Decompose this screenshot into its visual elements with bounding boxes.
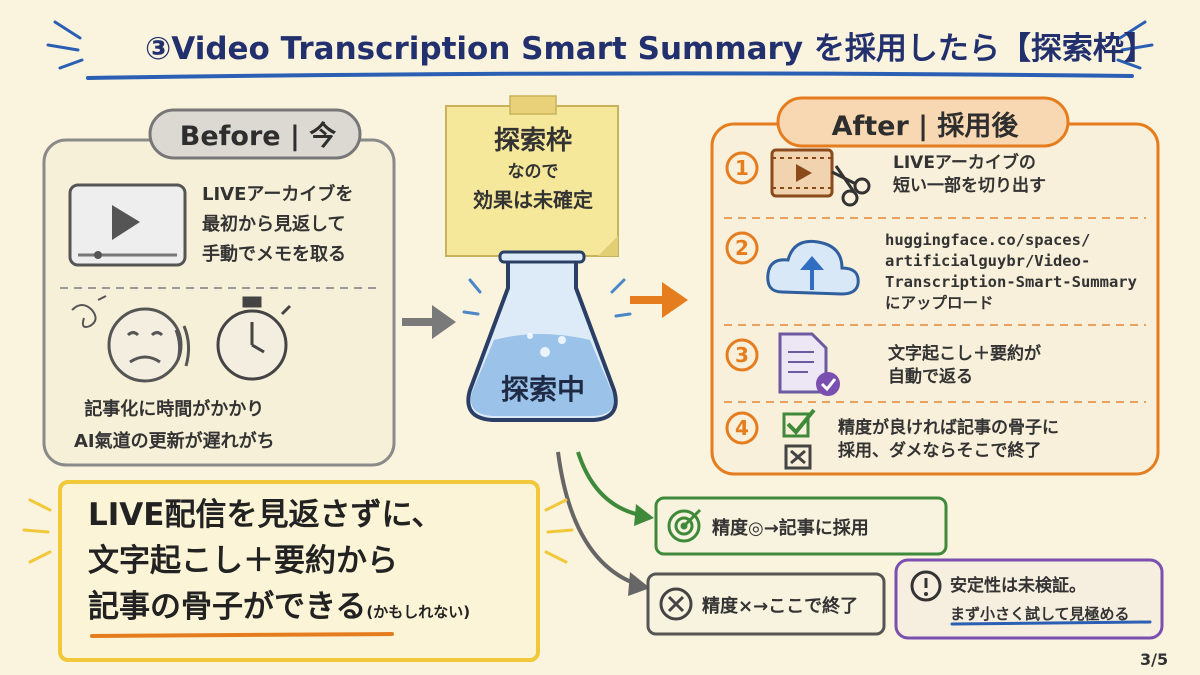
- before-description: LIVEアーカイブを 最初から見返して 手動でメモを取る: [202, 180, 353, 270]
- step4-number: 4: [735, 416, 749, 440]
- step3-line-2: 自動で返る: [888, 367, 973, 387]
- cloud-upload-icon: [766, 239, 860, 296]
- step1-circle: [725, 151, 759, 185]
- sticky-note: [445, 95, 619, 257]
- title-sparkles-right: [1116, 20, 1154, 70]
- step4-line-1: 精度が良ければ記事の骨子に: [838, 418, 1059, 438]
- document-check-icon: [778, 332, 840, 396]
- before-label: Before | 今: [179, 121, 337, 152]
- headline-line-3-wrap: 記事の骨子ができる(かもしれない): [88, 584, 470, 635]
- arrow-before-to-flask: [402, 305, 456, 339]
- step1-text: LIVEアーカイブの 短い一部を切り出す: [893, 152, 1046, 198]
- sticky-note-line-2: なので: [507, 162, 559, 182]
- title-underline: [86, 71, 1134, 80]
- sad-face-icon: [107, 307, 191, 383]
- target-icon: [667, 508, 702, 543]
- stopwatch-icon: [216, 296, 292, 381]
- step2-number: 2: [735, 236, 749, 260]
- step2-line-1: huggingface.co/spaces/: [885, 231, 1091, 249]
- step2-line-4: にアップロード: [885, 294, 994, 312]
- headline-note: (かもしれない): [366, 603, 471, 621]
- step3-number: 3: [735, 343, 749, 367]
- arrow-head-good: [634, 504, 654, 526]
- before-line-3: 手動でメモを取る: [202, 244, 346, 265]
- warning-line-2: まず小さく試して見極める: [950, 605, 1130, 623]
- sticky-note-text: 探索枠 なので 効果は未確定: [448, 122, 618, 216]
- step4-line-2: 採用、ダメならそこで終了: [838, 441, 1042, 461]
- step2-circle: [725, 231, 759, 265]
- exclamation-icon: [910, 570, 942, 602]
- result-good-box: [654, 496, 948, 556]
- step3-circle: [725, 338, 759, 372]
- step3-line-1: 文字起こし＋要約が: [888, 344, 1041, 364]
- checkbox-cross-icon: [784, 444, 812, 470]
- warning-underline: [950, 620, 1152, 626]
- warning-line-1: 安定性は未検証。: [950, 576, 1086, 596]
- step1-number: 1: [735, 156, 749, 180]
- before-line-1: LIVEアーカイブを: [202, 184, 354, 205]
- warning-text: 安定性は未検証。 まず小さく試して見極める: [950, 572, 1130, 628]
- headline-underline: [90, 632, 394, 638]
- film-scissors-icon: [770, 148, 871, 207]
- warning-box: [894, 558, 1164, 640]
- before-problem-line-1: 記事化に時間がかかり: [84, 399, 265, 420]
- headline-sparkles: [22, 498, 574, 564]
- before-line-2: 最初から見返して: [202, 214, 346, 235]
- headline: LIVE配信を見返さずに、 文字起こし＋要約から 記事の骨子ができる(かもしれな…: [88, 492, 470, 635]
- cross-circle-icon: [659, 587, 693, 621]
- step2-text: huggingface.co/spaces/ artificialguybr/V…: [885, 230, 1137, 314]
- stress-squiggle-icon: [71, 295, 107, 328]
- step2-line-2: artificialguybr/Video-: [885, 252, 1091, 270]
- after-label: After | 採用後: [831, 111, 1019, 142]
- checkbox-checked-icon: [782, 408, 816, 438]
- arrow-head-bad: [628, 572, 650, 596]
- headline-line-2: 文字起こし＋要約から: [88, 543, 398, 579]
- arrow-flask-to-good: [576, 451, 641, 517]
- step4-text: 精度が良ければ記事の骨子に 採用、ダメならそこで終了: [838, 417, 1059, 463]
- arrow-flask-to-bad: [556, 451, 637, 586]
- result-bad-box: [646, 572, 886, 636]
- headline-box: [58, 480, 540, 662]
- after-pill: [776, 96, 1070, 148]
- headline-line-1: LIVE配信を見返さずに、: [88, 497, 443, 533]
- step4-circle: [725, 411, 759, 445]
- title-sparkles-left: [46, 20, 84, 70]
- before-pill: [148, 108, 362, 160]
- before-problem: 記事化に時間がかかり AI氣道の更新が遅れがち: [74, 394, 275, 458]
- flask-sparkles: [462, 278, 632, 318]
- result-good-text: 精度◎→記事に採用: [712, 518, 869, 539]
- sticky-note-line-3: 効果は未確定: [473, 188, 593, 212]
- arrow-flask-to-after: [630, 282, 688, 318]
- result-bad-text: 精度×→ここで終了: [702, 596, 859, 617]
- flask-label: 探索中: [500, 373, 585, 406]
- sticky-note-line-1: 探索枠: [493, 126, 572, 156]
- step2-line-3: Transcription-Smart-Summary: [885, 273, 1137, 291]
- step1-line-1: LIVEアーカイブの: [893, 153, 1036, 173]
- page-number: 3/5: [1140, 650, 1169, 669]
- video-player-icon: [68, 183, 187, 267]
- before-problem-line-2: AI氣道の更新が遅れがち: [74, 431, 275, 452]
- flask-icon: [466, 250, 618, 422]
- page-title: ③Video Transcription Smart Summary を採用した…: [145, 31, 1155, 67]
- step3-text: 文字起こし＋要約が 自動で返る: [888, 343, 1041, 389]
- headline-line-3: 記事の骨子ができる: [88, 589, 367, 625]
- step1-line-2: 短い一部を切り出す: [893, 176, 1046, 196]
